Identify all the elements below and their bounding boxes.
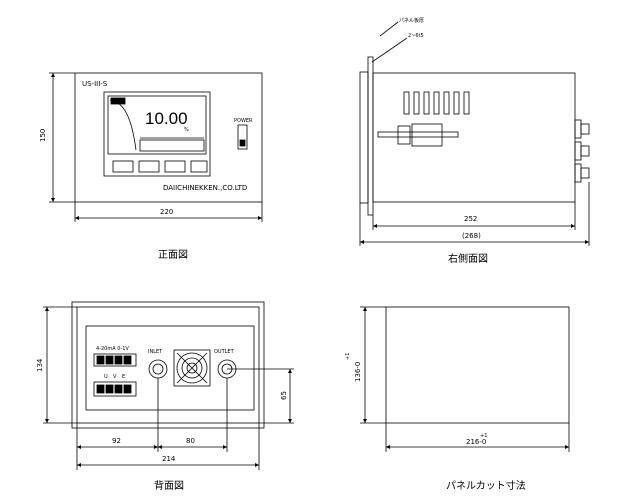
signal-terminal-block [93,353,137,367]
outlet-label: OUTLET [214,349,235,355]
cutout-width-tol: +1 [480,433,487,439]
phase-label-u: U [104,374,108,380]
inlet-label: INLET [148,349,163,355]
power-label: POWER [234,118,253,124]
panel-thickness-value: 2~6t5 [408,33,424,39]
display-value: 10.00 [145,109,188,128]
front-width-text: 220 [160,208,173,216]
rear-connector [574,163,582,183]
terminal-label: 4-20mA 0-1V [96,346,129,352]
fan-guard-bar [176,352,208,384]
power-switch-lever [239,139,246,147]
back-mid-text: 80 [186,437,195,445]
inlet-port [148,359,168,379]
lcd-window [107,95,207,155]
rear-connector-tip [580,123,590,135]
bracket-clamp [397,125,411,145]
back-plate [85,325,255,411]
side-body [372,72,576,203]
rear-connector-tip [580,167,590,179]
back-width-text: 214 [162,455,176,463]
front-height-text: 150 [39,129,47,142]
terminal-screw [114,355,123,365]
terminal-screw [105,355,114,365]
display-unit: % [184,127,189,133]
terminal-screw [105,384,114,394]
vent-slot [453,91,460,115]
vent-slot [463,91,470,115]
front-button-3[interactable] [164,160,186,173]
side-view: パネル板厚 2~6t5 252 (268) 右側面図 [359,17,590,265]
mounting-bracket-rod [377,131,459,138]
vent-slot [433,91,440,115]
phase-label-e: E [122,374,125,380]
fan-housing [173,349,211,387]
display-indicator [110,97,126,105]
phase-label-v: V [113,374,117,380]
front-caption: 正面図 [158,249,188,261]
side-caption: 右側面図 [448,252,488,265]
back-port-text: 65 [280,391,288,400]
inlet-port-inner [152,363,164,375]
side-depth-text: 252 [464,215,477,223]
front-panel-outline [74,72,263,203]
panel-thickness-label: パネル板厚 [399,17,424,24]
side-total-text: (268) [462,232,481,240]
terminal-screw [96,355,105,365]
fan-guard-outer [176,352,208,384]
display-curve-mark [109,99,137,151]
vent-slot [423,91,430,115]
maker-label: DAIICHINEKKEN.,CO.LTD [163,184,247,192]
leader-line-2 [371,37,408,63]
bracket-block [411,123,443,147]
back-view: 4-20mA 0-1V U V E INLET OUTLET 134 [36,301,294,492]
panel-plate [367,56,374,216]
back-outer [71,301,265,429]
cutout-caption: パネルカット寸法 [446,479,526,492]
back-caption: 背面図 [154,479,184,492]
fan-guard-mid [181,357,203,379]
cutout-height-text: 136-0 [354,362,362,382]
fan-guard-inner [186,362,198,374]
power-terminal-block [93,381,137,397]
cutout-width-text: 216-0 [466,438,486,446]
rear-connector-tip [580,145,590,157]
rear-connector [574,141,582,161]
display-bezel [103,91,211,177]
display-sub-area [139,139,205,152]
cutout-height-tol: +1 [345,353,351,360]
cutout-view: 136-0 +1 216-0 +1 パネルカット寸法 [345,306,570,492]
terminal-screw [123,355,132,365]
back-left-text: 92 [112,437,121,445]
front-button-2[interactable] [138,160,160,173]
vent-slot [443,91,450,115]
power-switch[interactable] [237,124,248,150]
terminal-screw [123,384,132,394]
front-view: US-III-S 10.00 % POWER DAIICHINEKKEN.,CO… [39,72,263,261]
leader-line-1 [379,21,399,37]
terminal-screw [96,384,105,394]
cutout-outline [385,306,570,424]
vent-slot [413,91,420,115]
terminal-screw [114,384,123,394]
back-inner [76,306,260,424]
vent-slot [403,91,410,115]
front-button-4[interactable] [190,160,208,173]
front-button-1[interactable] [112,160,134,173]
rear-connector [574,119,582,139]
front-bezel-side [359,71,369,204]
model-label: US-III-S [82,80,108,88]
back-height-text: 134 [36,358,44,372]
